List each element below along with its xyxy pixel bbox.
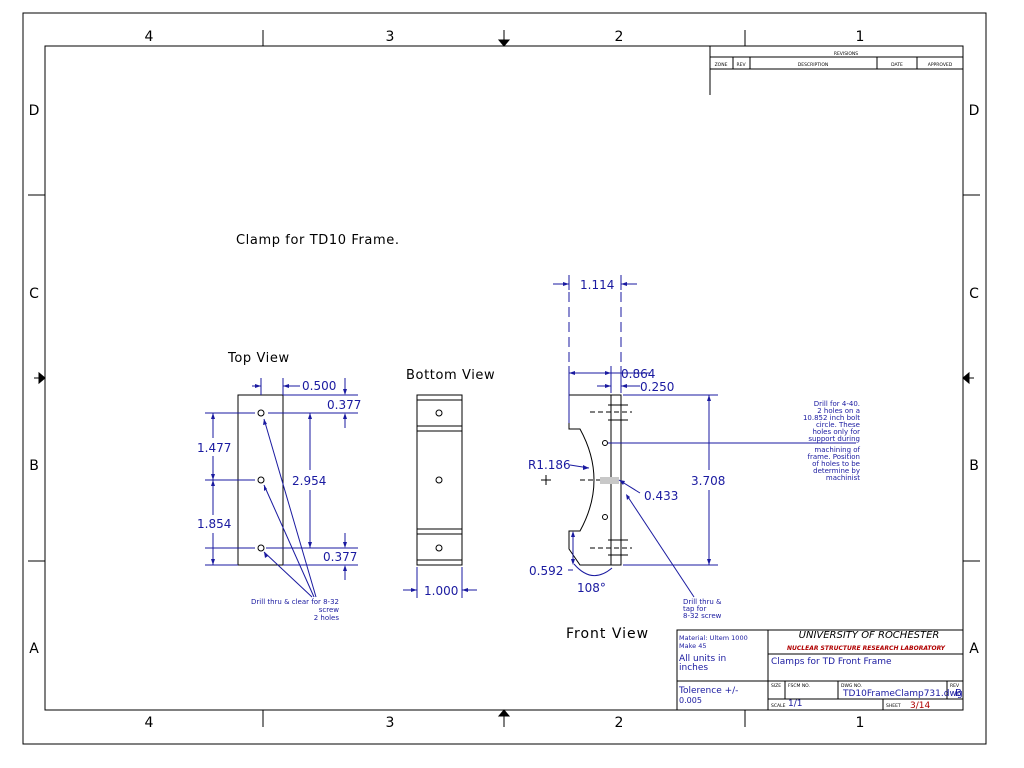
zone-col-top-2: 2 (615, 29, 624, 45)
front-view: Front View (528, 275, 861, 642)
side-note-line-8: frame. Position (808, 453, 860, 461)
zone-row-left-a: A (29, 641, 39, 657)
revisions-header-description: DESCRIPTION (798, 62, 828, 68)
title-block-scale-label: SCALE (771, 703, 786, 709)
zone-col-bottom-1: 1 (856, 715, 865, 731)
zone-row-right-b: B (969, 458, 979, 474)
top-view-note-line-1: Drill thru & clear for 8-32 (251, 598, 339, 606)
title-block-dwg-no: TD10FrameClamp731.dwg (842, 689, 963, 699)
zone-labels: 4 3 2 1 4 3 2 1 D C B A D C B A (29, 29, 980, 731)
centering-marks (34, 30, 974, 727)
side-note-line-7: machining of (814, 446, 860, 454)
zone-row-right-a: A (969, 641, 979, 657)
title-block-lab: NUCLEAR STRUCTURE RESEARCH LABORATORY (787, 645, 946, 652)
title-block: Material: Ultem 1000 Make 45 All units i… (676, 629, 964, 711)
bottom-view-hole-2 (435, 476, 443, 484)
side-note-line-3: 10.852 inch bolt (803, 414, 860, 422)
title-block-scale: 1/1 (788, 699, 802, 709)
side-note-line-10: determine by (813, 467, 860, 475)
dim-front-108: 108° (577, 581, 606, 595)
revisions-header-rev: REV (736, 62, 746, 68)
front-drill-note-line-2: tap for (683, 605, 706, 613)
front-view-profile (568, 394, 622, 566)
zone-col-top-4: 4 (145, 29, 154, 45)
dim-top-2954: 2.954 (292, 474, 326, 488)
dim-front-0433: 0.433 (644, 489, 678, 503)
dim-top-0500: 0.500 (302, 379, 336, 393)
revisions-header-approved: APPROVED (928, 62, 953, 68)
title-block-tolerance-line-1: Tolerence +/- (678, 686, 738, 696)
side-note-line-2: 2 holes on a (817, 407, 860, 415)
dim-top-1854: 1.854 (197, 517, 231, 531)
zone-col-top-1: 1 (856, 29, 865, 45)
top-view-label: Top View (227, 351, 290, 366)
title-block-dwg-label: DWG NO. (841, 683, 862, 689)
zone-col-bottom-3: 3 (386, 715, 395, 731)
top-view-note-line-3: 2 holes (314, 614, 340, 622)
title-block-tolerance-line-2: 0.005 (679, 696, 702, 705)
zone-row-right-c: C (969, 286, 979, 302)
bottom-view-label: Bottom View (406, 368, 495, 383)
zone-col-top-3: 3 (386, 29, 395, 45)
front-drill-note-line-1: Drill thru & (683, 598, 722, 606)
side-note-line-11: machinist (826, 474, 860, 482)
title-block-university: UNIVERSITY OF ROCHESTER (799, 630, 940, 641)
revisions-header-zone: ZONE (715, 62, 728, 68)
bottom-view: Bottom View 1.000 (403, 368, 495, 598)
dim-front-1114: 1.114 (580, 278, 614, 292)
bottom-view-body (416, 394, 463, 566)
front-drill-note-line-3: 8-32 screw (683, 612, 722, 620)
top-view-hole-3 (257, 544, 265, 552)
title-block-units-line-1: All units in (679, 654, 726, 664)
zone-row-right-d: D (969, 103, 980, 119)
title-block-material: Material: Ultem 1000 (679, 634, 748, 642)
title-block-rev: B (955, 688, 962, 699)
top-view-note-line-2: screw (319, 606, 340, 614)
front-view-support-hole-1 (602, 440, 608, 446)
title-block-size-label: SIZE (771, 683, 781, 689)
top-view-hole-2 (257, 476, 265, 484)
drawing-title: Clamp for TD10 Frame. (236, 233, 400, 248)
dim-front-0864: 0.864 (621, 367, 655, 381)
revisions-table: REVISIONS ZONE REV DESCRIPTION DATE APPR… (709, 45, 964, 95)
dim-top-0377-lower: 0.377 (323, 550, 357, 564)
zone-col-bottom-4: 4 (145, 715, 154, 731)
side-note-line-9: of holes to be (812, 460, 860, 468)
dim-bottom-1000: 1.000 (424, 584, 458, 598)
side-note-line-5: holes only for (813, 428, 861, 436)
dim-front-0250: 0.250 (640, 380, 674, 394)
revisions-title: REVISIONS (834, 51, 858, 57)
front-view-support-hole-2 (602, 514, 608, 520)
zone-row-left-b: B (29, 458, 39, 474)
title-block-drawing-title: Clamps for TD Front Frame (771, 657, 892, 667)
dim-front-r1186: R1.186 (528, 458, 571, 472)
side-note-line-6: support during (808, 435, 860, 443)
side-note-line-4: circle. These (816, 421, 860, 429)
dim-top-1477: 1.477 (197, 441, 231, 455)
title-block-fscm-label: FSCM NO. (788, 683, 810, 689)
bottom-view-hole-3 (435, 544, 443, 552)
top-view: Top View (197, 351, 361, 622)
front-view-tapped-hole (600, 477, 619, 484)
front-view-label: Front View (566, 626, 649, 642)
zone-row-left-d: D (29, 103, 40, 119)
dim-front-3708: 3.708 (691, 474, 725, 488)
dim-front-0592: 0.592 (529, 564, 563, 578)
title-block-units-line-2: inches (679, 663, 708, 673)
bottom-view-hole-1 (435, 409, 443, 417)
top-view-hole-1 (257, 409, 265, 417)
title-block-sheet: 3/14 (910, 701, 930, 711)
zone-col-bottom-2: 2 (615, 715, 624, 731)
title-block-make: Make 45 (679, 642, 706, 650)
title-block-sheet-label: SHEET (886, 703, 901, 709)
revisions-header-date: DATE (891, 62, 903, 68)
zone-row-left-c: C (29, 286, 39, 302)
title-block-rev-label: REV (950, 683, 960, 689)
dim-top-0377-upper: 0.377 (327, 398, 361, 412)
side-note-line-1: Drill for 4-40. (814, 400, 860, 408)
